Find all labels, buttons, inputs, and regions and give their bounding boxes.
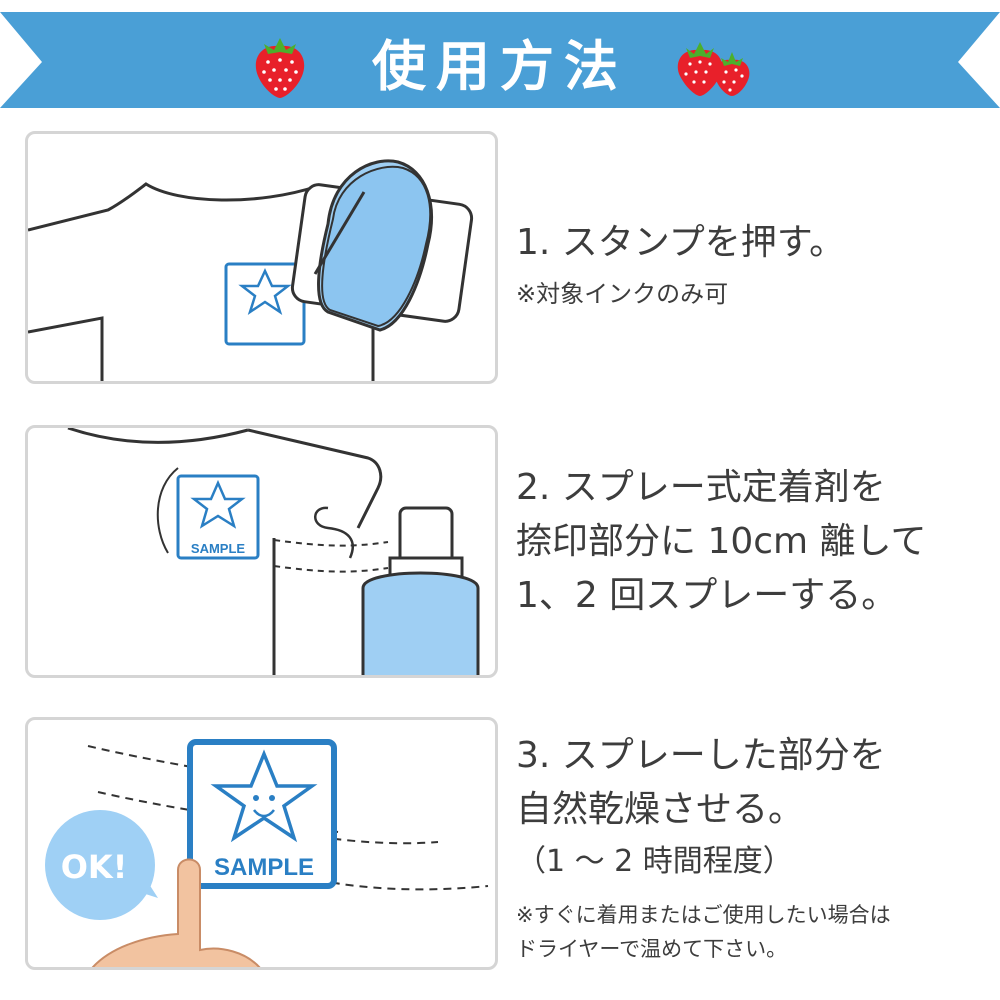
strawberries-icon bbox=[677, 42, 750, 96]
stamp-impression bbox=[187, 739, 337, 889]
step-3-note-2: ドライヤーで温めて下さい。 bbox=[516, 937, 788, 961]
step-3-illustration: SAMPLE OK! bbox=[25, 717, 498, 970]
strawberry-icon bbox=[255, 38, 305, 98]
page-title: 使用方法 bbox=[372, 35, 628, 98]
step-2-line-1: 2. スプレー式定着剤を bbox=[516, 467, 886, 508]
stamp-impression bbox=[224, 262, 306, 346]
step-3-line-1: 3. スプレーした部分を bbox=[516, 735, 886, 776]
header-banner: 使用方法 bbox=[0, 0, 1000, 112]
svg-text:SAMPLE: SAMPLE bbox=[191, 541, 246, 556]
step-2-line-2: 捺印部分に 10cm 離して bbox=[516, 521, 927, 562]
step-1-text: 1. スタンプを押す。 bbox=[516, 222, 846, 263]
step-1-note: ※対象インクのみ可 bbox=[516, 280, 729, 308]
step-3-line-3: （1 ～ 2 時間程度） bbox=[516, 844, 793, 879]
step-3-note-1: ※すぐに着用またはご使用したい場合は bbox=[516, 903, 891, 927]
step-2-line-3: 1、2 回スプレーする。 bbox=[516, 575, 898, 616]
svg-text:OK!: OK! bbox=[61, 848, 128, 886]
stamp-label: SAMPLE bbox=[238, 134, 293, 137]
step-1-illustration: SAMPLE bbox=[25, 131, 498, 384]
ok-bubble bbox=[45, 810, 155, 920]
step-3-line-2: 自然乾燥させる。 bbox=[516, 789, 805, 830]
step-2-illustration: SAMPLE bbox=[25, 425, 498, 678]
svg-text:SAMPLE: SAMPLE bbox=[214, 854, 314, 881]
